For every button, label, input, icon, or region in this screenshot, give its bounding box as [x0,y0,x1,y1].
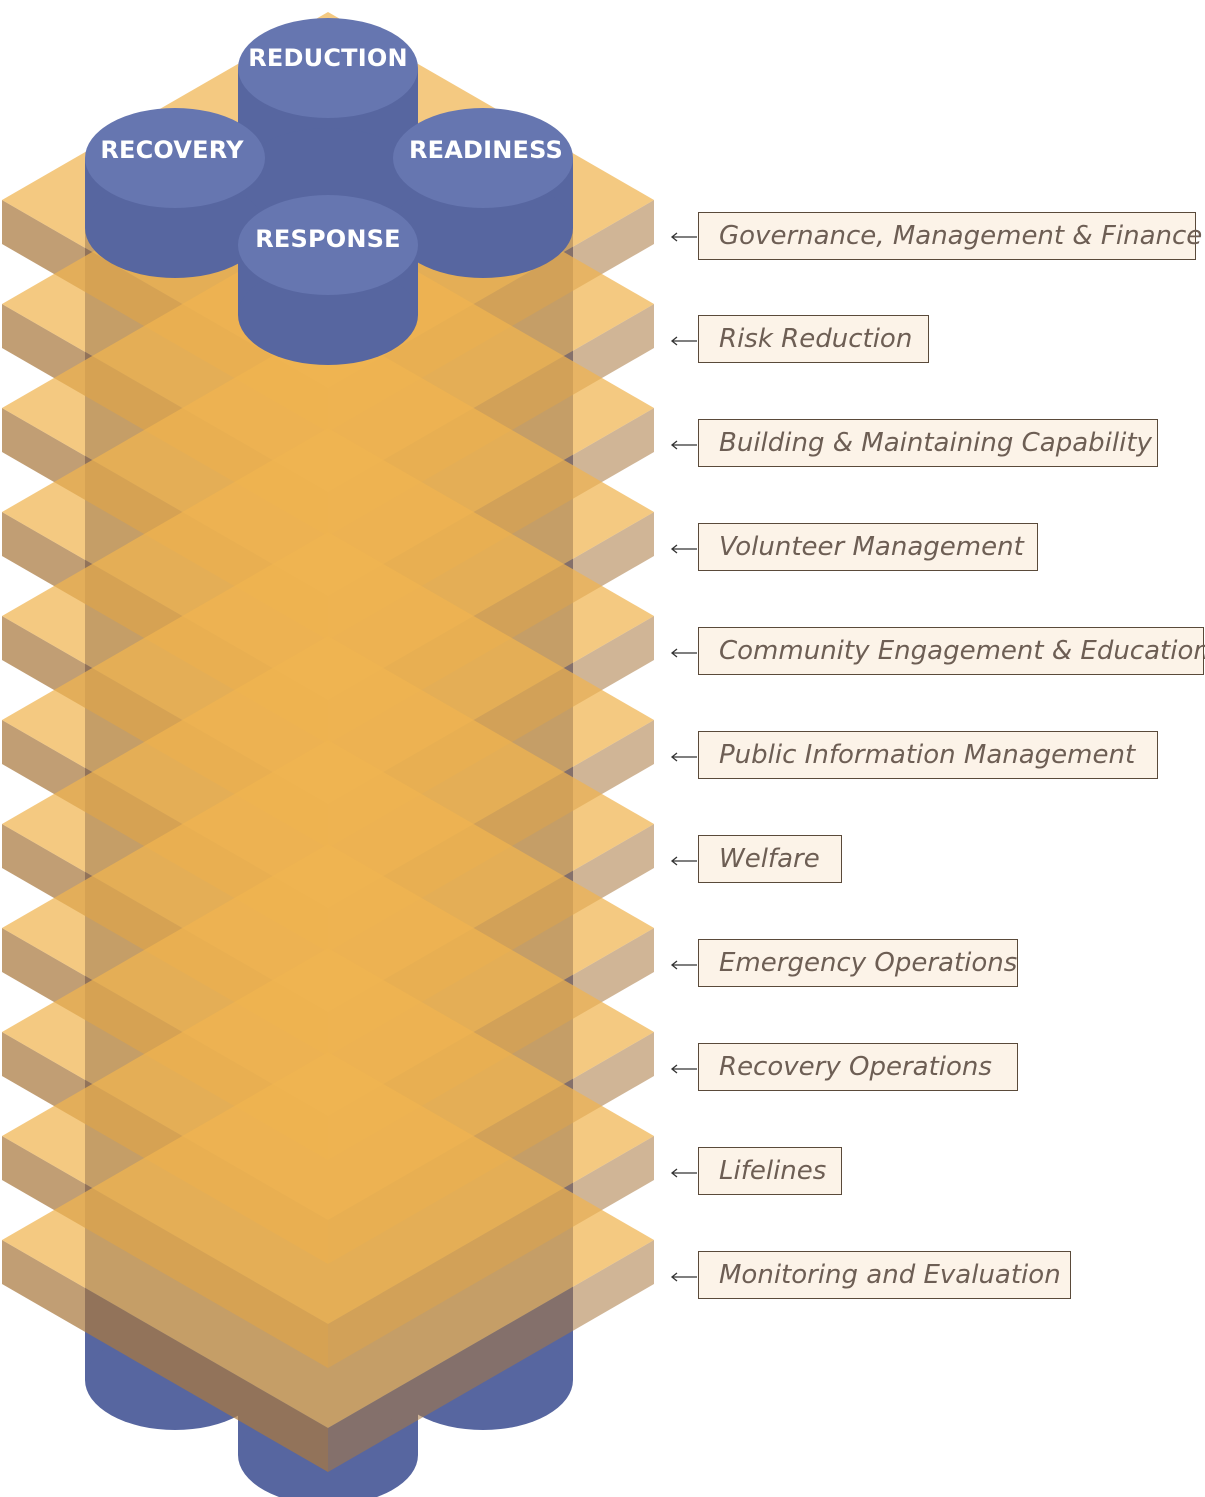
pillar-label-reduction: REDUCTION [248,44,408,72]
pillar-upper-base-recovery [85,178,265,278]
layer-arrow-icon [670,646,698,658]
layer-arrow-icon [670,1062,698,1074]
layer-arrow-icon [670,334,698,346]
pillar-layer-illustration: REDUCTION RECOVERY READINESS RESPONSE [2,12,654,1497]
pillar-label-response: RESPONSE [255,225,401,253]
layer-label-risk-reduction: Risk Reduction [698,315,929,363]
pillar-cap-readiness [393,108,573,208]
layer-label-capability: Building & Maintaining Capability [698,419,1158,467]
layer-label-monitoring: Monitoring and Evaluation [698,1251,1071,1299]
layer-slab-right-face [328,1240,654,1472]
layer-label-community: Community Engagement & Education [698,627,1205,675]
layer-label-lifelines: Lifelines [698,1147,842,1195]
layer-label-recovery-ops: Recovery Operations [698,1043,1018,1091]
pillar-upper-base-response [238,265,418,365]
layer-slab-top-face [2,1052,654,1428]
layer-arrow-icon [670,854,698,866]
layer-label-welfare: Welfare [698,835,842,883]
layer-label-emergency-ops: Emergency Operations [698,939,1018,987]
pillar-cap-reduction [238,18,418,118]
layer-arrow-icon [670,1270,698,1282]
layer-arrow-icon [670,1166,698,1178]
pillar-upper-base-readiness [393,178,573,278]
layer-slab-left-face [2,1240,328,1472]
layer-arrow-icon [670,958,698,970]
pillar-label-readiness: READINESS [409,136,563,164]
pillar-cap-response [238,195,418,295]
layer-slab [2,1052,654,1472]
layer-label-governance: Governance, Management & Finance [698,212,1202,260]
layer-arrow-icon [670,438,698,450]
layer-label-public-info: Public Information Management [698,731,1158,779]
layer-label-volunteer: Volunteer Management [698,523,1038,571]
layer-arrow-icon [670,230,698,242]
layer-arrow-icon [670,542,698,554]
layer-arrow-icon [670,750,698,762]
pillar-label-recovery: RECOVERY [100,136,244,164]
pillar-cap-recovery [85,108,265,208]
